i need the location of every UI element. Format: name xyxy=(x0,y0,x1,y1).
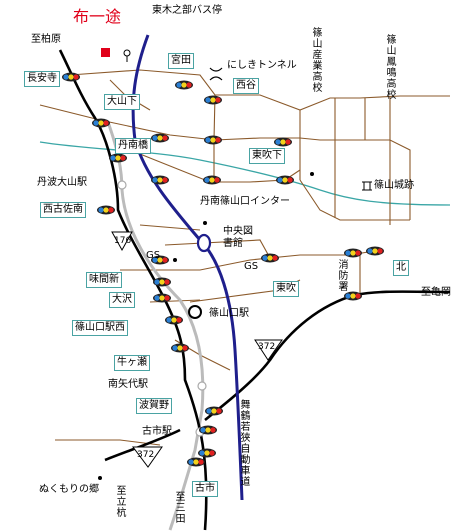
label-tamba-oyama-sta: 丹波大山駅 xyxy=(37,177,87,188)
label-higashi-fuki: 東吹 xyxy=(273,281,299,297)
label-ooyamashita: 大山下 xyxy=(104,94,140,110)
route-shield-icon xyxy=(111,231,283,468)
traffic-light-icon xyxy=(274,137,292,147)
label-homei-hs: 篠山鳳鳴高校 xyxy=(386,35,397,101)
traffic-light-icon xyxy=(92,118,110,128)
label-gs-2: GS xyxy=(244,261,259,272)
traffic-light-icon xyxy=(344,291,362,301)
label-library: 中央図書館 xyxy=(223,226,253,249)
label-miyata: 宮田 xyxy=(168,53,194,69)
label-furuichi-sta: 古市駅 xyxy=(142,426,172,437)
castle-icon xyxy=(362,181,372,191)
traffic-light-icon xyxy=(151,133,169,143)
label-ajimashin: 味間新 xyxy=(86,272,122,288)
label-higashi-fukishita: 東吹下 xyxy=(249,148,285,164)
railway xyxy=(106,121,205,531)
traffic-light-icon xyxy=(204,95,222,105)
label-ushigase: 牛ヶ瀬 xyxy=(114,355,150,371)
label-hakano: 波賀野 xyxy=(136,398,172,414)
label-osawa: 大沢 xyxy=(109,292,135,308)
traffic-light-icon xyxy=(203,175,221,185)
traffic-light-icon xyxy=(187,457,205,467)
station-icon xyxy=(197,381,207,391)
label-nishitani: 西谷 xyxy=(233,78,259,94)
traffic-light-icon xyxy=(175,80,193,90)
label-to-kashiwara: 至柏原 xyxy=(31,34,61,45)
label-sangyo-hs: 篠山産業高校 xyxy=(312,28,323,94)
label-fire-station: 消防署 xyxy=(338,260,349,293)
main-roads xyxy=(58,49,451,531)
label-to-mita: 至三田 xyxy=(175,492,186,525)
label-ic: 丹南篠山口インター xyxy=(200,196,290,207)
destination-marker xyxy=(101,48,110,57)
label-sasayamaguchi-nishi: 篠山口駅西 xyxy=(72,320,128,336)
route-372-a: 372 xyxy=(258,342,276,352)
brand-name: 布一途 xyxy=(73,7,122,26)
traffic-light-icon xyxy=(109,153,127,163)
label-nukumori: ぬくもりの郷 xyxy=(39,484,99,495)
traffic-light-icon xyxy=(344,248,362,258)
traffic-lights xyxy=(62,72,384,467)
traffic-light-icon xyxy=(261,253,279,263)
traffic-light-icon xyxy=(204,135,222,145)
label-tannanbashi: 丹南橋 xyxy=(115,138,151,154)
traffic-light-icon xyxy=(151,255,169,265)
label-castle: 篠山城跡 xyxy=(374,180,414,191)
label-kita: 北 xyxy=(393,260,409,276)
traffic-light-icon xyxy=(199,425,217,435)
traffic-light-icon xyxy=(198,448,216,458)
label-to-kameoka: 至亀岡 xyxy=(421,287,451,298)
station-icon xyxy=(117,180,127,190)
label-to-tachikui: 至立杭 xyxy=(116,486,127,519)
station-icon xyxy=(188,305,202,319)
traffic-light-icon xyxy=(205,406,223,416)
bus-stop-icon xyxy=(123,49,131,62)
traffic-light-icon xyxy=(276,175,294,185)
tunnel-icon xyxy=(209,67,223,81)
traffic-light-icon xyxy=(153,277,171,287)
traffic-light-icon xyxy=(62,72,80,82)
label-furuichi: 古市 xyxy=(192,481,218,497)
traffic-light-icon xyxy=(171,343,189,353)
traffic-light-icon xyxy=(153,293,171,303)
traffic-light-icon xyxy=(151,175,169,185)
route-372-b: 372 xyxy=(137,450,155,460)
label-sasayamaguchi-sta: 篠山口駅 xyxy=(209,308,249,319)
traffic-light-icon xyxy=(366,246,384,256)
label-minami-yashiro: 南矢代駅 xyxy=(108,379,148,390)
traffic-light-icon xyxy=(165,315,183,325)
label-nishi-kosaka: 西古佐南 xyxy=(40,202,86,218)
label-nishiki-tunnel: にしきトンネル xyxy=(227,60,297,71)
route-176: 176 xyxy=(114,236,132,246)
ic-loop xyxy=(196,233,212,253)
label-gs-1: GS xyxy=(146,250,161,261)
label-bus-stop: 東木之部バス停 xyxy=(152,5,222,16)
traffic-light-icon xyxy=(97,205,115,215)
label-maizuru: 舞鶴若狭自動車道 xyxy=(240,400,251,488)
label-choanji: 長安寺 xyxy=(24,71,60,87)
